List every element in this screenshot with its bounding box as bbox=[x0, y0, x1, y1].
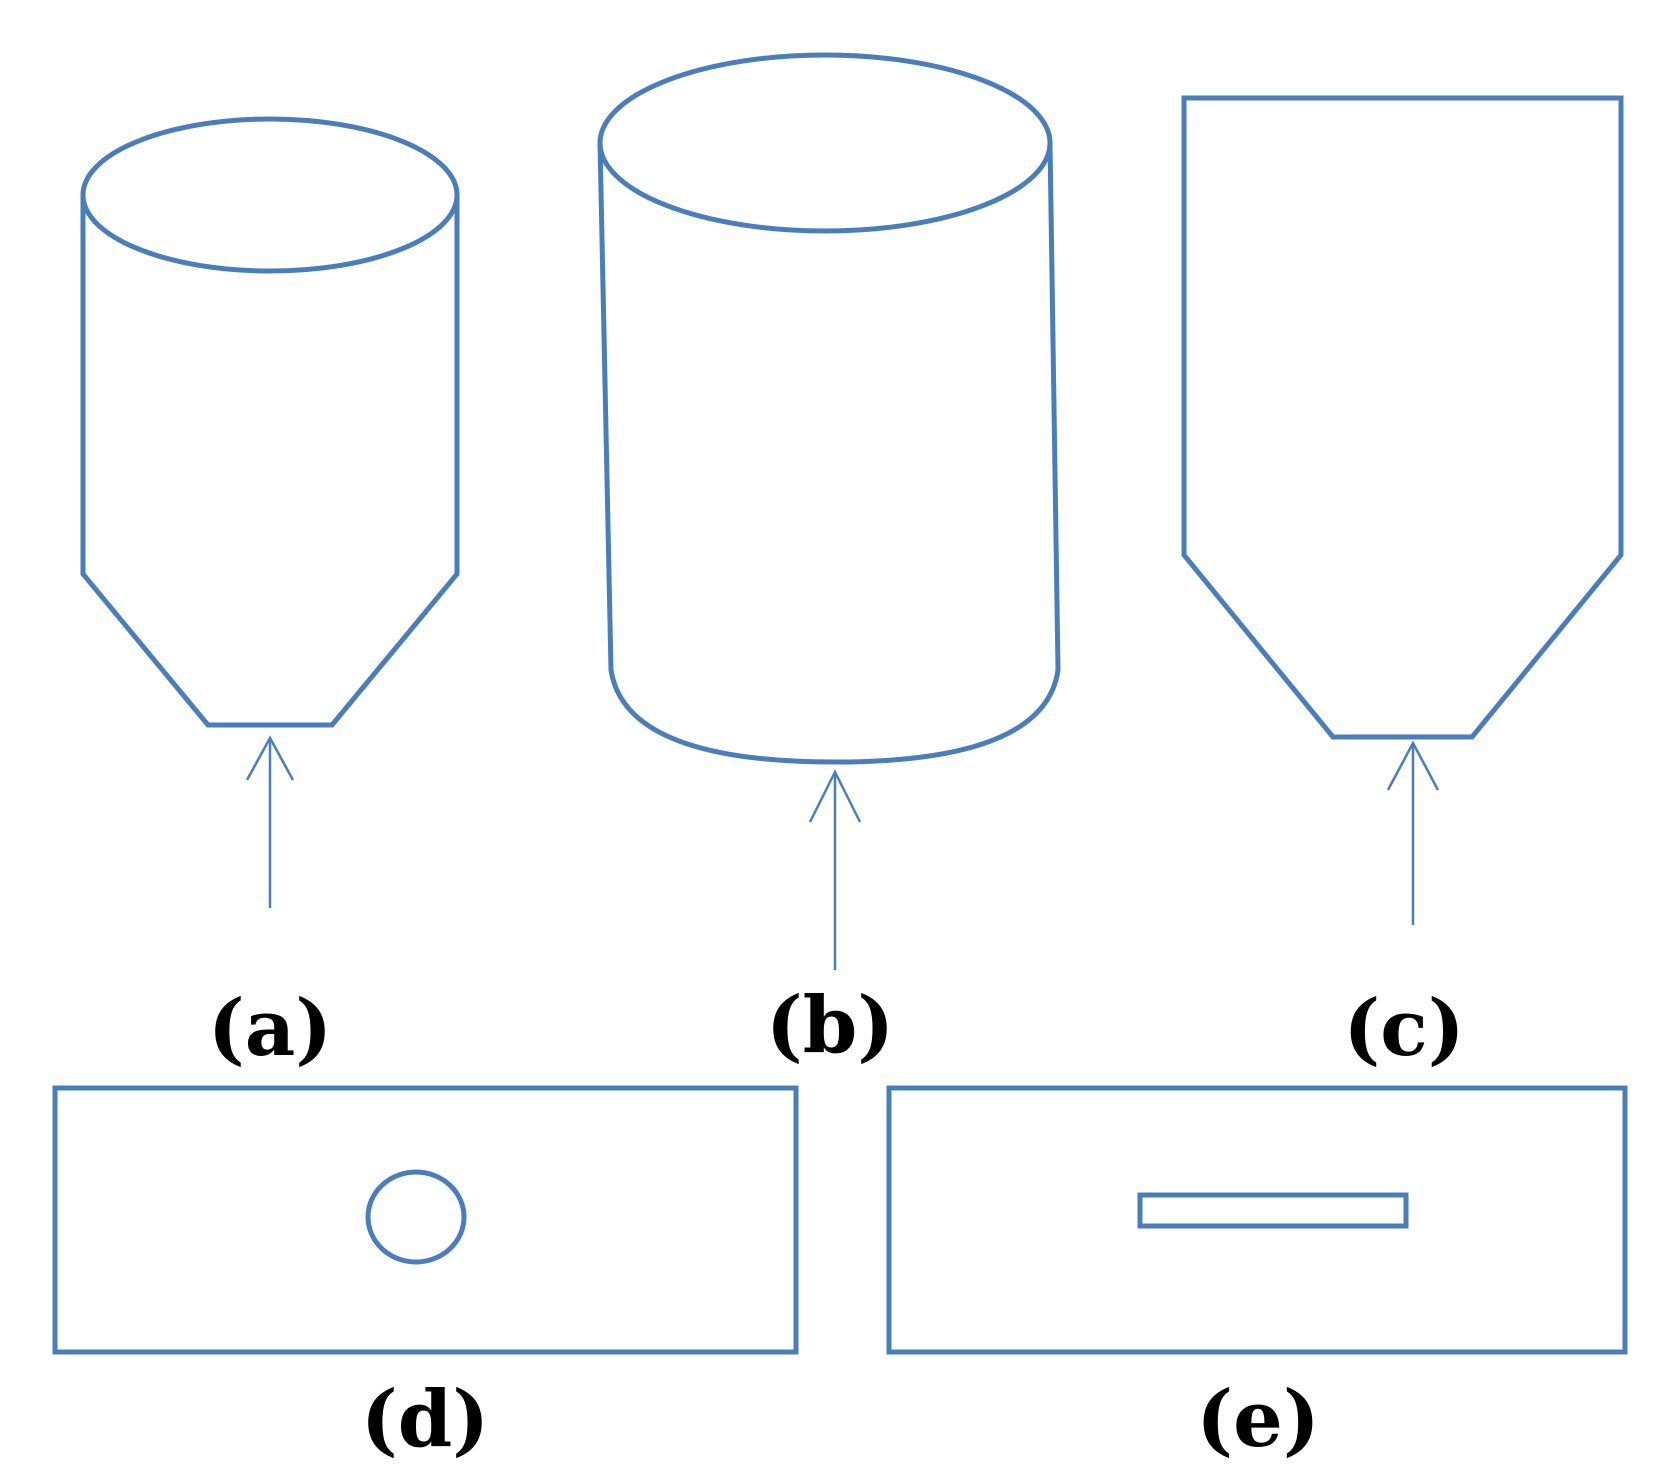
label-b: (b) bbox=[766, 980, 894, 1071]
panel-c-bin bbox=[1181, 95, 1624, 925]
plate-e-outline bbox=[886, 1085, 1628, 1355]
label-c: (c) bbox=[1343, 983, 1464, 1074]
silo-b-top-ellipse bbox=[597, 52, 1053, 234]
panel-e-plate bbox=[886, 1085, 1628, 1355]
panel-b-silo bbox=[597, 52, 1061, 970]
silo-a-flow-arrow bbox=[245, 735, 295, 908]
silo-b-flow-arrow bbox=[808, 769, 862, 970]
circular-outlet bbox=[365, 1169, 467, 1265]
silo-a-body bbox=[80, 195, 460, 728]
silo-a-top-ellipse bbox=[80, 116, 460, 274]
slot-outlet bbox=[1137, 1192, 1409, 1229]
panel-a-silo bbox=[80, 116, 460, 908]
silo-b-body bbox=[597, 142, 1061, 765]
label-a: (a) bbox=[208, 983, 332, 1074]
panel-d-plate bbox=[52, 1085, 799, 1355]
bin-c-outline bbox=[1181, 95, 1624, 740]
plate-d-outline bbox=[52, 1085, 799, 1355]
label-d: (d) bbox=[361, 1374, 489, 1465]
bin-c-flow-arrow bbox=[1386, 740, 1440, 925]
label-e: (e) bbox=[1196, 1374, 1319, 1465]
